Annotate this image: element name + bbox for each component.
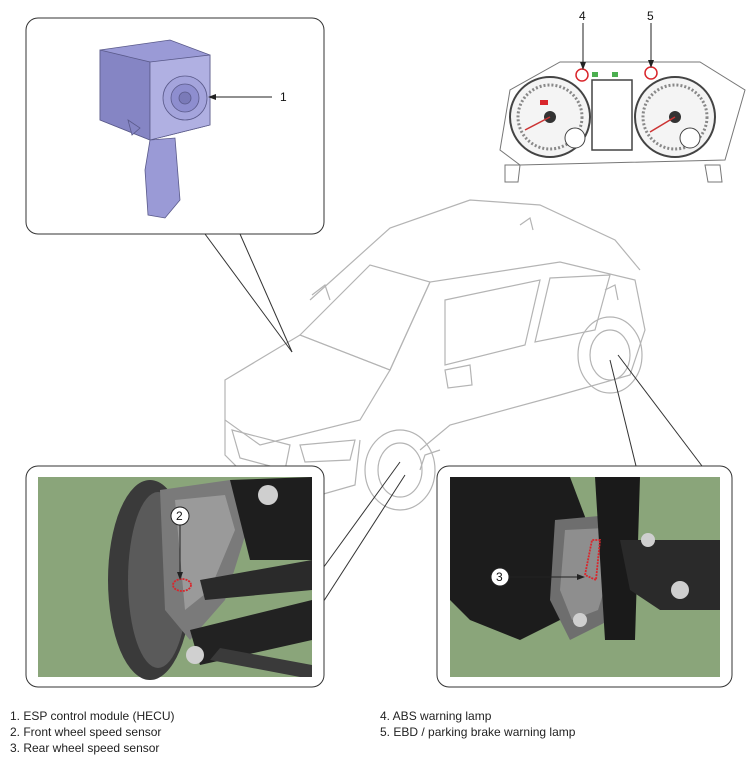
legend-item-4: 4. ABS warning lamp [380,709,492,723]
front-wheel-photo [38,477,312,680]
hecu-module-illustration [99,39,211,219]
car-outline [224,199,646,511]
legend-right: 4. ABS warning lamp 5. EBD / parking bra… [380,708,575,740]
callout-4-label: 4 [579,9,586,23]
callout-3-label: 3 [496,570,503,584]
component-location-diagram: 1 4 5 [25,9,746,688]
instrument-cluster-illustration [499,61,746,183]
legend-item-1: 1. ESP control module (HECU) [10,709,175,723]
legend-item-2: 2. Front wheel speed sensor [10,725,162,739]
callout-1-label: 1 [280,90,287,104]
legend-item-5: 5. EBD / parking brake warning lamp [380,725,576,739]
front-wheel-speed-sensor-highlight [172,578,192,592]
abs-warning-lamp-highlight [575,68,589,82]
legend-item-3: 3. Rear wheel speed sensor [10,741,160,755]
legend-left: 1. ESP control module (HECU) 2. Front wh… [10,708,175,756]
callout-5-label: 5 [647,9,654,23]
callout-2-label: 2 [176,509,183,523]
rear-wheel-speed-sensor-highlight [583,539,601,582]
